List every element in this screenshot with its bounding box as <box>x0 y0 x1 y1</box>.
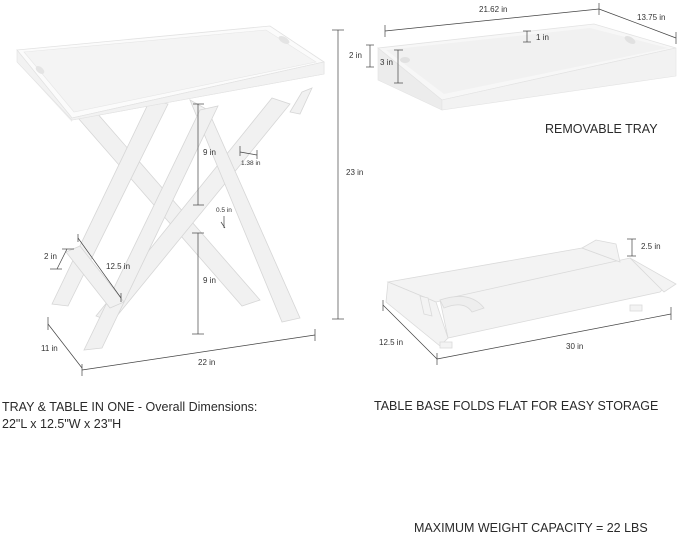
folded-base-illustration <box>385 239 677 349</box>
tray-rim-height-label: 1 in <box>536 33 549 42</box>
upper-leg-height-label: 9 in <box>203 148 216 157</box>
shelf-height-label: 2 in <box>44 252 57 261</box>
tray-length-label: 21.62 in <box>479 5 508 14</box>
table-dimension-lines <box>47 29 344 376</box>
base-length-label: 22 in <box>198 358 216 367</box>
weight-capacity-caption: MAXIMUM WEIGHT CAPACITY = 22 LBS <box>414 521 648 535</box>
removable-tray-illustration <box>377 23 677 111</box>
overall-dimensions-caption: TRAY & TABLE IN ONE - Overall Dimensions… <box>2 400 258 414</box>
table-legs-illustration <box>51 87 313 351</box>
removable-tray-caption: REMOVABLE TRAY <box>545 122 658 136</box>
tray-side-height-label: 3 in <box>380 58 393 67</box>
folds-flat-caption: TABLE BASE FOLDS FLAT FOR EASY STORAGE <box>374 399 659 413</box>
leg-thickness-label: 0.5 in <box>216 207 232 214</box>
base-folded-length-label: 30 in <box>566 342 584 351</box>
base-folded-height-label: 2.5 in <box>641 242 661 251</box>
base-dimension-lines <box>382 238 672 365</box>
lower-leg-height-label: 9 in <box>203 276 216 285</box>
tray-handle-height-label: 2 in <box>349 51 362 60</box>
leg-width-label: 1.38 in <box>241 160 261 167</box>
base-depth-label: 11 in <box>41 344 58 353</box>
shelf-length-label: 12.5 in <box>106 262 131 271</box>
overall-height-label: 23 in <box>346 168 364 177</box>
base-folded-depth-label: 12.5 in <box>379 338 404 347</box>
table-tray-illustration <box>16 25 326 122</box>
overall-dimensions-values: 22"L x 12.5"W x 23"H <box>2 417 122 431</box>
tray-width-label: 13.75 in <box>637 13 666 22</box>
tray-dimension-lines <box>366 3 677 84</box>
